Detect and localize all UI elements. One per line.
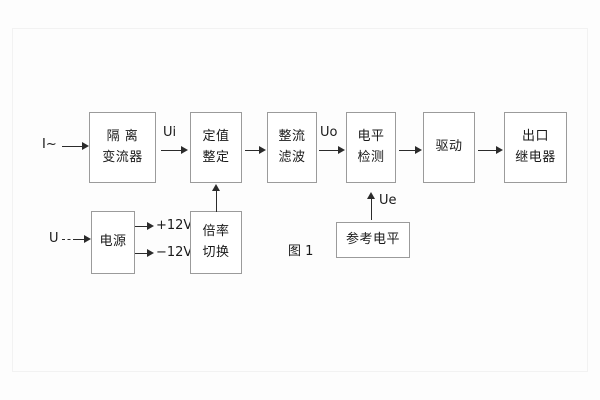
block-output-relay-line2: 继电器 [515, 149, 556, 165]
rail-negative-line [135, 253, 149, 254]
figure-caption: 图 1 [288, 244, 314, 259]
ue-arrowhead [367, 192, 375, 199]
block-multiplier-switch-line1: 倍率 [202, 224, 230, 240]
block-multiplier-switch-line2: 切换 [202, 244, 230, 260]
input-voltage-line [74, 239, 86, 240]
input-voltage-arrowhead [84, 235, 91, 243]
ui-arrowhead [181, 146, 188, 154]
multiplier-to-setting-line [216, 190, 217, 212]
drive-to-relay-line [478, 150, 498, 151]
signal-ui-label: Ui [163, 125, 177, 140]
rail-positive-label: +12V [156, 218, 193, 233]
setting-to-rectify-line [245, 150, 261, 151]
block-drive-line1: 驱动 [435, 139, 463, 155]
block-isolation-ct-line2: 变流器 [102, 149, 143, 165]
block-level-detect[interactable]: 电平 检测 [346, 112, 396, 183]
input-voltage-label: U [49, 231, 59, 246]
setting-to-rectify-arrowhead [259, 146, 266, 154]
input-current-arrowhead [82, 142, 89, 150]
block-multiplier-switch[interactable]: 倍率 切换 [190, 211, 242, 274]
ue-line [371, 198, 372, 220]
block-isolation-ct[interactable]: 隔 离 变流器 [89, 112, 156, 183]
block-isolation-ct-line1: 隔 离 [106, 129, 139, 145]
signal-uo-label: Uo [320, 125, 338, 140]
block-rectify-filter[interactable]: 整流 滤波 [267, 112, 317, 183]
block-power-supply[interactable]: 电源 [91, 211, 135, 274]
signal-ue-label: Ue [379, 193, 397, 208]
rail-negative-arrowhead [147, 249, 154, 257]
rail-positive-line [135, 226, 149, 227]
diagram-frame [12, 28, 588, 372]
block-rectify-filter-line2: 滤波 [278, 149, 306, 165]
block-power-supply-line1: 电源 [99, 234, 127, 250]
rail-positive-arrowhead [147, 222, 154, 230]
block-setting-line2: 整定 [202, 149, 230, 165]
level-to-drive-line [399, 150, 417, 151]
uo-arrowhead [338, 146, 345, 154]
block-reference-level[interactable]: 参考电平 [336, 222, 410, 258]
input-voltage-dash [62, 239, 76, 240]
block-rectify-filter-line1: 整流 [278, 129, 306, 145]
block-level-detect-line2: 检测 [357, 149, 385, 165]
block-drive[interactable]: 驱动 [423, 112, 475, 183]
block-setting[interactable]: 定值 整定 [190, 112, 242, 183]
ui-line [161, 150, 183, 151]
input-current-line [62, 146, 84, 147]
multiplier-to-setting-arrowhead [212, 184, 220, 191]
input-current-label: I~ [42, 137, 57, 152]
level-to-drive-arrowhead [415, 146, 422, 154]
block-output-relay-line1: 出口 [521, 129, 549, 145]
block-reference-level-line1: 参考电平 [345, 231, 400, 247]
rail-negative-label: −12V [156, 245, 193, 260]
drive-to-relay-arrowhead [496, 146, 503, 154]
block-setting-line1: 定值 [202, 129, 230, 145]
block-output-relay[interactable]: 出口 继电器 [504, 112, 567, 183]
block-level-detect-line1: 电平 [357, 129, 385, 145]
uo-line [319, 150, 340, 151]
